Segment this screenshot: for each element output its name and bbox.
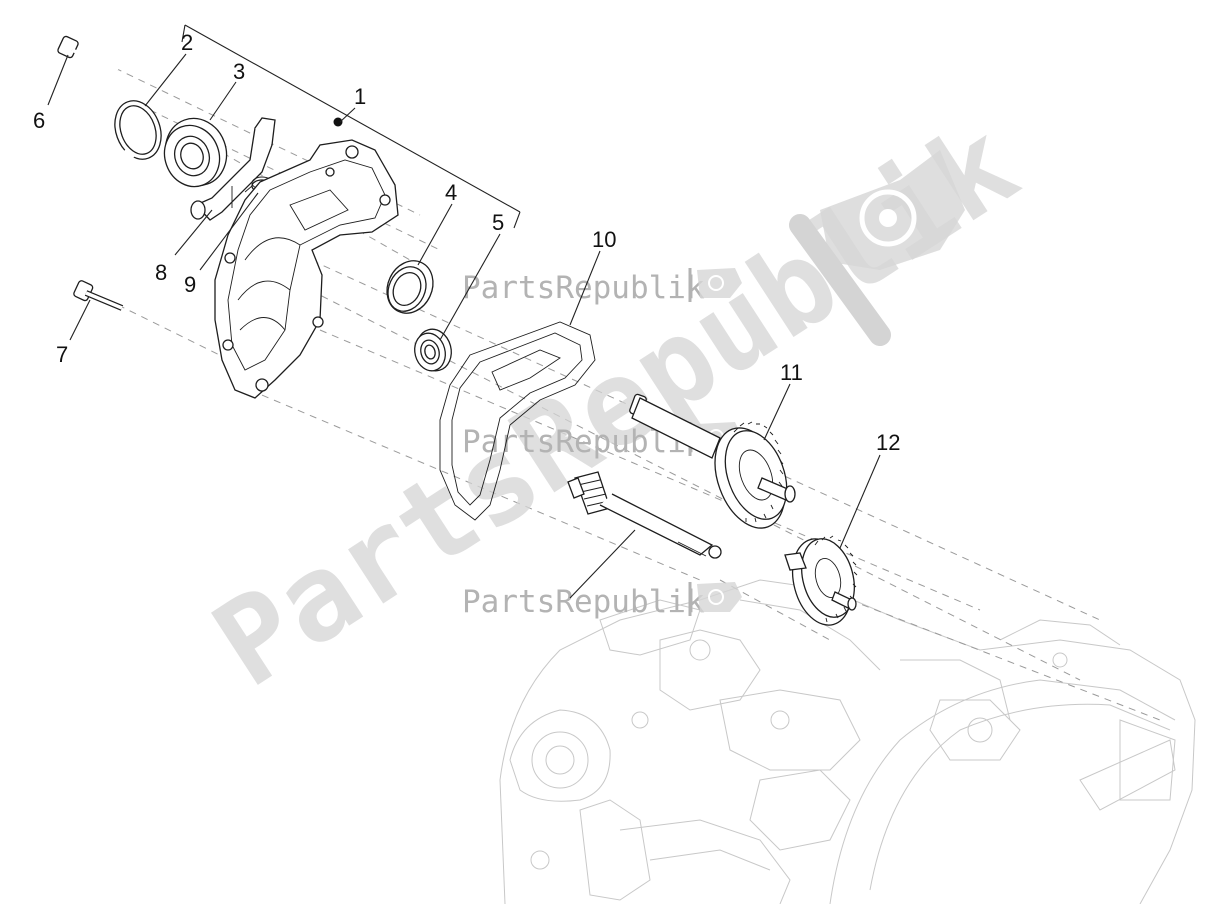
watermark-stamp-text: PartsRepublik [462,270,705,306]
callout-9: 9 [184,272,196,297]
part-7-bolt [73,280,124,311]
callout-11: 11 [780,360,803,385]
callout-2: 2 [181,30,193,55]
part-drive-shaft [567,471,722,559]
part-3-bearing [163,117,228,188]
part-2-circlip [114,100,162,160]
leader-lines [47,24,881,599]
watermark-stamp-text: PartsRepublik [462,584,705,620]
part-12-gear [784,535,858,626]
callout-1: 1 [354,84,366,109]
callout-7: 7 [56,342,68,367]
part-8-breather-tube [190,117,276,221]
engine-assembly-outline [499,579,1196,904]
callout-5: 5 [492,210,504,235]
watermark-stamp-3: PartsRepublik [462,582,742,620]
part-1-transmission-cover [214,117,399,399]
callout-6: 6 [33,108,45,133]
part-4-oil-seal [386,260,434,314]
callout-10: 10 [592,227,616,252]
part-11-gear-shaft [629,393,796,529]
callouts: 1 2 3 4 5 6 7 8 9 10 11 12 [33,30,900,455]
part-10-gasket [439,321,596,521]
part-6-bolt [57,35,119,72]
watermark-stamp-1: PartsRepublik [462,268,742,306]
callout-4: 4 [445,180,457,205]
callout-12: 12 [876,430,900,455]
part-5-bearing [414,328,452,372]
callout-8: 8 [155,260,167,285]
watermark-wrench-logo [789,150,965,346]
callout-3: 3 [233,59,245,84]
